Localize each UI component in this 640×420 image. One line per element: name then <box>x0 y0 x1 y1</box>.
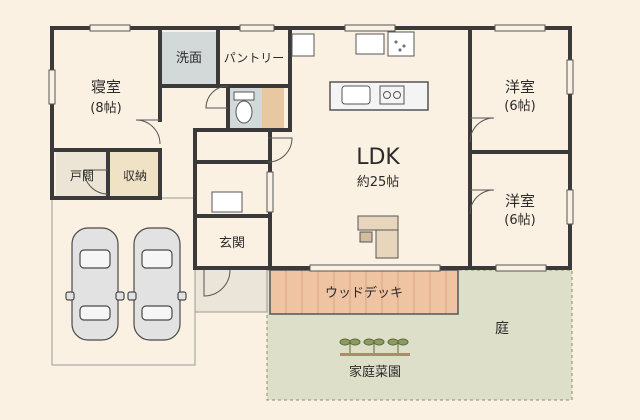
shelf-floor <box>262 88 284 130</box>
car-icon <box>127 227 187 341</box>
western-room-2-label: 洋室 <box>505 192 535 210</box>
wood-deck <box>269 269 459 315</box>
bedroom-size: (8帖) <box>90 101 121 116</box>
bedroom-label: 寝室 <box>91 78 121 96</box>
entrance-label: 玄関 <box>219 236 245 251</box>
toilet-icon <box>233 91 255 124</box>
pantry-label: パントリー <box>224 51 285 65</box>
western-room-1-size: (6帖) <box>504 99 535 114</box>
appliance-row <box>291 31 415 57</box>
vegetable-garden-label: 家庭菜園 <box>349 364 401 380</box>
storage-label: 収納 <box>123 169 147 183</box>
ldk-size: 約25帖 <box>357 175 400 190</box>
western-room-2-size: (6帖) <box>504 213 535 228</box>
porch-area <box>194 267 268 313</box>
kitchen-counter <box>329 81 429 111</box>
western-room-1-label: 洋室 <box>505 78 535 96</box>
sofa-icon <box>357 215 399 259</box>
windows <box>48 24 574 272</box>
closet-label: 戸閲 <box>70 169 94 183</box>
washroom-label: 洗面 <box>176 51 202 66</box>
sink-icon <box>341 85 371 105</box>
closet-floor <box>56 152 108 198</box>
wood-deck-label: ウッドデッキ <box>325 285 403 301</box>
car-icon <box>65 227 125 341</box>
ldk-label: LDK <box>356 145 400 170</box>
stove-icon <box>379 85 405 105</box>
shoe-cabinet <box>211 191 243 213</box>
garden-label: 庭 <box>495 320 509 337</box>
storage-floor <box>110 152 160 198</box>
doors <box>83 85 495 297</box>
plant-icon <box>339 338 410 356</box>
washroom-floor <box>160 32 218 86</box>
